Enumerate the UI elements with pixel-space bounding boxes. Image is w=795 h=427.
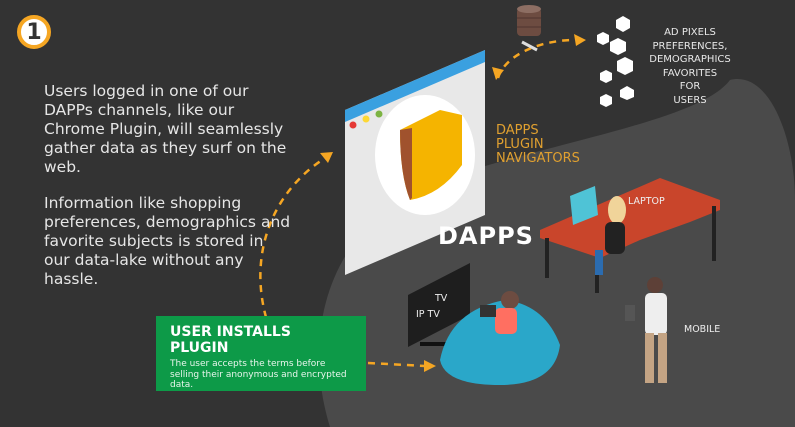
intro-paragraph-1: Users logged in one of our DAPPs channel… bbox=[44, 82, 287, 176]
label-line: AD PIXELS bbox=[664, 27, 716, 38]
shield-icon bbox=[400, 110, 462, 200]
user-installs-plugin-callout: USER INSTALLS PLUGIN The user accepts th… bbox=[156, 316, 366, 391]
plugin-navigators-label: DAPPS PLUGIN NAVIGATORS bbox=[496, 124, 580, 166]
browser-window-icon bbox=[345, 50, 485, 275]
label-line: PREFERENCES, bbox=[652, 40, 728, 52]
data-hexagons-icon bbox=[597, 16, 634, 107]
tv-illustration bbox=[408, 263, 470, 347]
mobile-label: MOBILE bbox=[684, 324, 721, 335]
arrow-to-browser bbox=[259, 153, 331, 331]
label-line: FAVORITES bbox=[662, 67, 718, 79]
label-line: DEMOGRAPHICS bbox=[649, 54, 731, 65]
couch-person-illustration bbox=[440, 291, 560, 385]
tv-label: TV bbox=[435, 293, 448, 304]
step-number-badge: 1 bbox=[17, 15, 51, 49]
stage-blob bbox=[319, 79, 795, 427]
laptop-label: LAPTOP bbox=[628, 196, 665, 207]
label-line: USERS bbox=[673, 94, 707, 106]
callout-title: USER INSTALLS PLUGIN bbox=[170, 324, 291, 356]
arrow-db bbox=[496, 38, 576, 79]
callout-text: The user accepts the terms before sellin… bbox=[170, 359, 347, 390]
label-line: DAPPS bbox=[496, 123, 539, 138]
intro-text: Users logged in one of our DAPPs channel… bbox=[44, 82, 294, 306]
arrow-to-couch bbox=[367, 361, 426, 368]
data-types-label: AD PIXELS PREFERENCES, DEMOGRAPHICS FAVO… bbox=[635, 26, 745, 107]
intro-paragraph-2: Information like shopping preferences, d… bbox=[44, 194, 291, 288]
label-line: FOR bbox=[679, 81, 701, 92]
label-line: NAVIGATORS bbox=[496, 151, 580, 166]
mobile-person-illustration bbox=[625, 277, 667, 383]
database-icon bbox=[517, 5, 541, 52]
iptv-label: IP TV bbox=[416, 309, 440, 320]
label-line: PLUGIN bbox=[496, 137, 544, 152]
laptop-desk-illustration bbox=[540, 178, 720, 293]
dapps-title: DAPPS bbox=[438, 222, 534, 250]
